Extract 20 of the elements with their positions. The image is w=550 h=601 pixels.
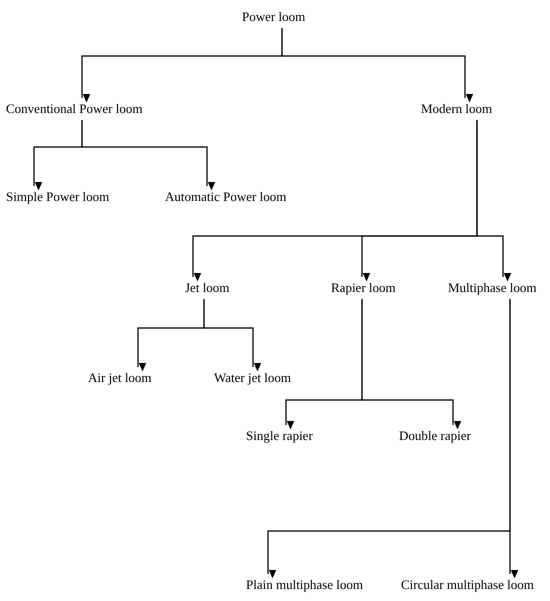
category-label: Water jet loom — [214, 367, 291, 389]
category-label: Circular multiphase loom — [401, 574, 534, 596]
arrow — [81, 120, 216, 190]
category-label: Jet loom — [185, 277, 230, 299]
arrow — [361, 299, 462, 430]
arrow — [476, 120, 512, 282]
category-label: Simple Power loom — [6, 186, 110, 208]
category-label: Modern loom — [421, 98, 492, 120]
arrow — [203, 299, 262, 372]
arrow — [281, 28, 474, 102]
category-label: Multiphase loom — [448, 277, 536, 299]
category-label: Conventional Power loom — [6, 98, 142, 120]
category-label: Single rapier — [246, 425, 313, 447]
category-label: Plain multiphase loom — [246, 574, 363, 596]
category-label: Air jet loom — [88, 367, 152, 389]
category-label: Double rapier — [399, 425, 471, 447]
category-label: Rapier loom — [331, 277, 396, 299]
arrow — [509, 299, 518, 578]
category-label: Automatic Power loom — [165, 186, 286, 208]
category-label: Power loom — [242, 6, 306, 28]
